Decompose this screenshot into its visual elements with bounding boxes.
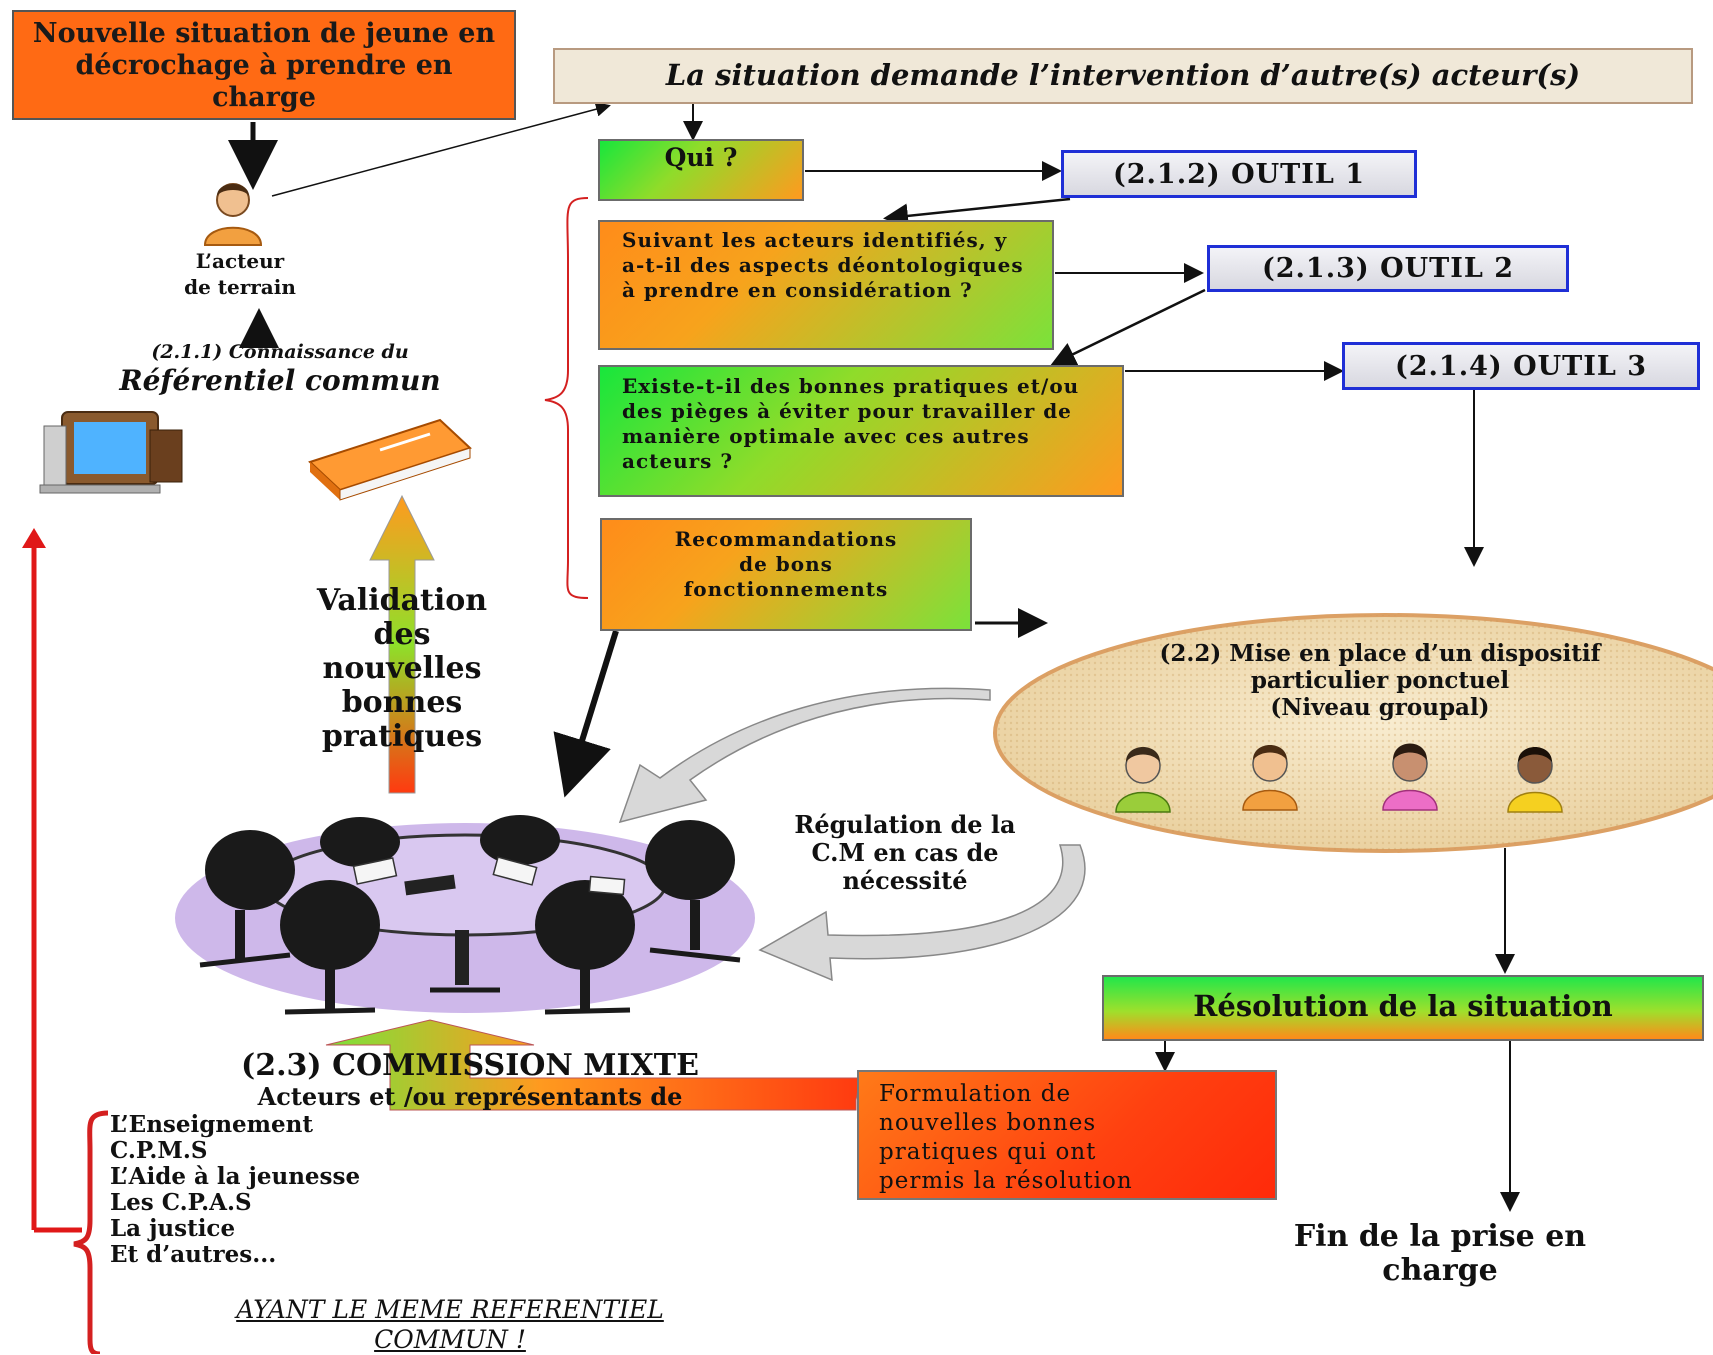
cycle-arrow-bottom [758,844,1086,982]
member-item: Et d’autres... [110,1241,277,1268]
arrow-recommend-to-commission [553,630,619,798]
formulation-line-1: Formulation de [879,1081,1072,1107]
validation-line-5: pratiques [321,719,483,754]
knowledge-label-big: Référentiel commun [119,364,441,397]
start-box-text: Nouvelle situation de jeune en décrochag… [32,18,496,113]
recommend-line-3: fonctionnements [683,577,889,601]
cycle-arrow-top [618,687,991,824]
resolution-box: Résolution de la situation [1102,975,1704,1041]
validation-label: Validation des nouvelles bonnes pratique… [282,584,522,754]
qui-box: Qui ? [598,139,804,201]
member-item: Les C.P.A.S [110,1189,252,1216]
arrow-outil1-to-q2 [883,197,1071,229]
knowledge-label-small: (2.1.1) Connaissance du [151,341,409,363]
outil-2-text: (2.1.3) OUTIL 2 [1261,253,1515,284]
formulation-line-3: pratiques qui ont [879,1139,1097,1165]
validation-arrow [369,494,435,794]
referentiel-note: AYANT LE MEME REFERENTIEL COMMUN ! [100,1295,800,1355]
situation-box-text: La situation demande l’intervention d’au… [665,58,1581,92]
situation-box: La situation demande l’intervention d’au… [553,48,1693,104]
referentiel-line-1: AYANT LE MEME REFERENTIEL [236,1295,664,1324]
dispositif-label: (2.2) Mise en place d’un dispositif part… [1080,640,1680,721]
question-deontology-text: Suivant les acteurs identifiés, y a-t-il… [622,228,1024,302]
regulation-label: Régulation de la C.M en cas de nécessité [750,811,1060,895]
arrow-outil2-to-q3 [1050,288,1206,366]
outil-2-box: (2.1.3) OUTIL 2 [1207,245,1569,292]
recommend-line-1: Recommandations [674,527,898,551]
group-person-icon [1382,743,1438,811]
computer-icon [39,411,183,494]
regulation-line-2: C.M en cas de [811,838,999,867]
arrow-actor-to-situation [271,101,611,197]
outil-3-box: (2.1.4) OUTIL 3 [1342,342,1700,390]
actor-label-line-1: L’acteur [195,249,285,273]
question-deontology-box: Suivant les acteurs identifiés, y a-t-il… [598,220,1054,350]
formulation-arrow [325,1019,861,1111]
end-line-1: Fin de la prise en [1293,1219,1587,1254]
red-loop-arrowhead [22,528,46,548]
validation-line-1: Validation [316,583,488,618]
member-item: C.P.M.S [110,1137,208,1164]
book-icon [308,418,472,501]
dispositif-line-3: (Niveau groupal) [1270,694,1490,721]
member-item: L’Aide à la jeunesse [110,1163,361,1190]
meeting-table-icon [175,815,755,1015]
validation-line-2: des [373,617,431,652]
dispositif-line-1: (2.2) Mise en place d’un dispositif [1159,640,1601,667]
start-box: Nouvelle situation de jeune en décrochag… [12,10,516,120]
commission-subtitle: Acteurs et /ou représentants de [150,1083,790,1111]
person-icon [203,183,263,246]
members-bracket [73,1110,109,1354]
referentiel-line-2: COMMUN ! [374,1325,526,1354]
validation-line-3: nouvelles [322,651,482,686]
group-person-icon [1507,747,1563,813]
questions-bracket [544,197,589,599]
question-practices-box: Existe-t-il des bonnes pratiques et/ou d… [598,365,1124,497]
formulation-line-4: permis la résolution [879,1168,1133,1194]
group-person-icon [1242,745,1298,811]
commission-title: (2.3) COMMISSION MIXTE [150,1050,790,1082]
resolution-box-text: Résolution de la situation [1193,989,1613,1023]
validation-line-4: bonnes [341,685,463,720]
outil-1-box: (2.1.2) OUTIL 1 [1061,150,1417,198]
knowledge-label: (2.1.1) Connaissance du Référentiel comm… [60,340,500,398]
group-person-icon [1115,747,1171,813]
recommend-line-2: de bons [739,552,833,576]
question-practices-text: Existe-t-il des bonnes pratiques et/ou d… [622,374,1080,473]
qui-box-text: Qui ? [664,143,738,172]
member-item: La justice [110,1215,236,1242]
members-list: L’Enseignement C.P.M.S L’Aide à la jeune… [110,1112,530,1268]
end-line-2: charge [1382,1253,1498,1288]
commission-subtitle-text: Acteurs et /ou représentants de [257,1082,683,1111]
outil-1-text: (2.1.2) OUTIL 1 [1112,158,1366,190]
formulation-line-2: nouvelles bonnes [879,1110,1097,1136]
actor-label: L’acteur de terrain [160,248,320,300]
regulation-line-3: nécessité [842,866,968,895]
outil-3-text: (2.1.4) OUTIL 3 [1394,350,1648,382]
member-item: L’Enseignement [110,1111,313,1138]
recommend-box: Recommandations de bons fonctionnements [600,518,972,631]
actor-label-line-2: de terrain [184,275,296,299]
commission-title-text: (2.3) COMMISSION MIXTE [241,1048,699,1083]
regulation-line-1: Régulation de la [794,810,1016,839]
formulation-box: Formulation de nouvelles bonnes pratique… [857,1070,1277,1200]
dispositif-line-2: particulier ponctuel [1250,667,1510,694]
end-label: Fin de la prise en charge [1230,1220,1650,1288]
